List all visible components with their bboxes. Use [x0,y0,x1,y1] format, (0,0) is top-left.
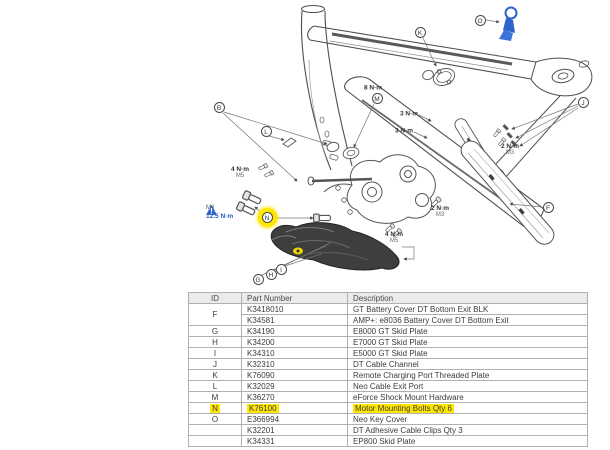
callout-J: J [577,96,589,108]
key-part [499,6,518,41]
frame-main-tube [300,4,353,171]
cell-part-number: K34200 [241,336,348,348]
warning-triangle-icon [206,205,217,215]
cell-description: Neo Key Cover [347,413,588,425]
callout-K: K [414,26,426,38]
cell-description: Remote Charging Port Threaded Plate [347,369,588,381]
cell-description: Motor Mounting Bolts Qty 6 [347,402,588,414]
cell-part-number: K34190 [241,325,348,337]
cell-part-number: K76090 [241,369,348,381]
cell-description: eForce Shock Mount Hardware [347,391,588,403]
cell-part-number: K32029 [241,380,348,392]
cell-id: M [188,391,242,403]
cell-part-number: K32310 [241,358,348,370]
cell-id: L [188,380,242,392]
motor-assembly [307,154,436,224]
cell-id: H [188,336,242,348]
column-header: ID [188,292,242,304]
highlight-mark: Motor Mounting Bolts Qty 6 [353,403,454,413]
cell-part-number: K36270 [241,391,348,403]
cable-exit-port [282,137,297,148]
cell-id [188,424,242,436]
cell-id: K [188,369,242,381]
cell-id: J [188,358,242,370]
cell-part-number: K34310 [241,347,348,359]
highlight-mark: K76100 [247,403,279,413]
bike-frame-art [222,4,593,276]
cell-description: DT Cable Channel [347,358,588,370]
callout-L: L [260,125,272,137]
torque-label: 8 N·m [363,84,383,92]
cell-description: AMP+: e8036 Battery Cover DT Bottom Exit [347,314,588,326]
cell-part-number: K32201 [241,424,348,436]
cell-description: E7000 GT Skid Plate [347,336,588,348]
cell-description: GT Battery Cover DT Bottom Exit BLK [347,303,588,315]
cell-part-number: K3418010 [241,303,348,315]
cell-part-number: K34331 [241,435,348,447]
cell-part-number: K34581 [241,314,348,326]
cell-id: O [188,413,242,425]
callout-H: H [265,268,277,280]
column-header: Description [347,292,588,304]
callout-I: I [275,263,287,275]
battery-cover [460,140,555,245]
cell-description: EP800 Skid Plate [347,435,588,447]
cell-id: I [188,347,242,359]
torque-label: 3 N·m [399,110,419,118]
charging-port-plate [422,68,456,86]
shock-mount-hardware [326,141,360,160]
table-row: N K76100 Motor Mounting Bolts Qty 6 [188,402,588,414]
highlight-mark: N [210,403,220,413]
callout-F: F [542,201,554,213]
torque-warning: M6 12.5 N·m [206,205,233,220]
frame-shock-cluster [490,57,593,181]
callout-M: M [371,92,383,104]
cell-part-number: E366994 [241,413,348,425]
cell-description: E5000 GT Skid Plate [347,347,588,359]
cell-description: E8000 GT Skid Plate [347,325,588,337]
cable-clips [502,124,517,147]
exploded-diagram: M6 12.5 N·m B K O M L J F N GHI 8 N·m 3 N·m 3 N·m 2 … [206,4,593,285]
cell-id [188,435,242,447]
cell-id: G [188,325,242,337]
column-header: Part Number [241,292,348,304]
cell-description: DT Adhesive Cable Clips Qty 3 [347,424,588,436]
cell-id: F [188,303,242,326]
torque-label: 3 N·m [394,127,414,135]
callout-O: O [474,14,486,26]
callout-N: N [261,211,273,223]
callout-G: G [252,273,264,285]
skid-plate [270,222,400,271]
warning-torque-value: 12.5 N·m [206,212,234,220]
callout-B: B [213,101,225,113]
frame-top-tube [307,25,537,80]
cell-description: Neo Cable Exit Port [347,380,588,392]
cell-id: N [188,402,242,414]
cell-part-number: K76100 [241,402,348,414]
